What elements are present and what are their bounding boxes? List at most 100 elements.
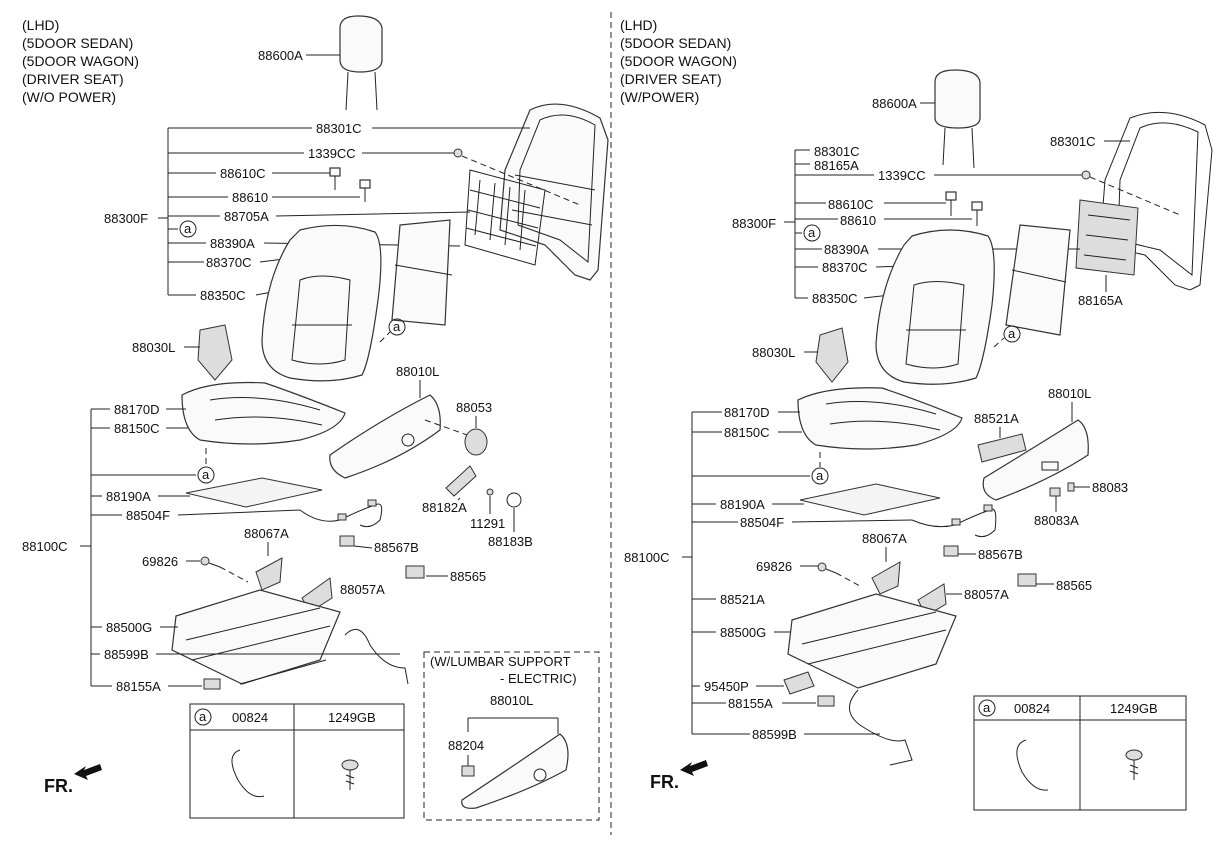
label-lever: 88182A — [422, 500, 467, 515]
label-cable: 88599B — [104, 647, 149, 662]
label-bolt: 69826 — [756, 559, 792, 574]
legend-box: a 00824 1249GB — [189, 703, 405, 819]
label-lumbar-shield: 88010L — [490, 693, 533, 708]
legend-col2: 1249GB — [328, 710, 376, 725]
clip-00824-part — [231, 749, 265, 798]
label-cush-cover: 88170D — [114, 402, 160, 417]
bracket-part — [871, 561, 901, 595]
label-screw: 1339CC — [878, 168, 926, 183]
back-frame-part — [499, 103, 609, 281]
label-cushion-assy: 88100C — [624, 550, 670, 565]
label-bracket-a: 88067A — [244, 526, 289, 541]
label-ref-a: a — [184, 221, 192, 236]
clip-part — [1017, 573, 1037, 587]
legend-box: a 00824 1249GB — [973, 695, 1187, 811]
guide-part — [945, 191, 957, 216]
label-back-cover: 88390A — [210, 236, 255, 251]
label-clip: 88567B — [374, 540, 419, 555]
lumbar-support-part — [1075, 199, 1139, 276]
knob-part — [464, 428, 488, 456]
mat-part — [799, 483, 941, 516]
label-ref-a: a — [808, 225, 816, 240]
clip-part — [405, 565, 425, 579]
lumbar-inset-box — [423, 651, 600, 821]
label-spring: 88705A — [224, 209, 269, 224]
label-back-pad: 88370C — [822, 260, 868, 275]
knob-part — [1049, 487, 1061, 497]
label-cush-pad: 88150C — [724, 425, 770, 440]
sensor-part — [817, 695, 835, 707]
clip-00824-part — [1016, 739, 1049, 791]
legend-a: a — [199, 709, 207, 724]
left-header-line: (LHD) — [22, 17, 59, 33]
label-cush-cover: 88170D — [724, 405, 770, 420]
knob-part — [1067, 482, 1075, 492]
left-header-line: (DRIVER SEAT) — [22, 71, 124, 87]
label-mat: 88190A — [106, 489, 151, 504]
cable-part — [849, 689, 913, 766]
label-sensor: 88155A — [728, 696, 773, 711]
label-sensor: 88155A — [116, 679, 161, 694]
spring-mat-part — [464, 169, 546, 266]
screw-part — [486, 488, 494, 496]
label-back-assy: 88300F — [732, 216, 776, 231]
label-lumbar-right: 88165A — [1078, 293, 1123, 308]
label-lumbar: 88165A — [814, 158, 859, 173]
label-harness: 88504F — [126, 508, 170, 523]
legend-col1: 00824 — [232, 710, 268, 725]
clip-part — [339, 535, 355, 547]
lumbar-shield-part — [461, 733, 569, 809]
label-ref-a: a — [202, 467, 210, 482]
label-frame: 88301C — [814, 144, 860, 159]
label-lumbar-switch: 88204 — [448, 738, 484, 753]
side-shield-part — [329, 394, 441, 479]
guide-part — [359, 179, 371, 202]
label-headrest: 88600A — [258, 48, 303, 63]
left-header-line: (5DOOR WAGON) — [22, 53, 139, 69]
label-back-trim: 88350C — [812, 291, 858, 306]
label-back-cover: 88390A — [824, 242, 869, 257]
label-screw2: 11291 — [470, 516, 505, 531]
bolt-part — [200, 556, 221, 568]
legend-col2: 1249GB — [1110, 701, 1158, 716]
label-switch-assy: 88521A — [720, 592, 765, 607]
seat-cushion-part — [181, 381, 346, 445]
label-switch: 88521A — [974, 411, 1019, 426]
label-bolt: 69826 — [142, 554, 178, 569]
label-cable: 88599B — [752, 727, 797, 742]
lumbar-title: (W/LUMBAR SUPPORT — [430, 654, 571, 669]
right-header-line: (LHD) — [620, 17, 657, 33]
left-header-line: (W/O POWER) — [22, 89, 116, 105]
seat-cushion-part — [797, 387, 963, 450]
cable-part — [344, 628, 409, 685]
fr-arrow-icon — [74, 764, 102, 780]
lumbar-switch-part — [461, 765, 475, 777]
fr-label: FR. — [44, 776, 73, 796]
screw-1249gb-part — [1125, 749, 1143, 780]
right-header-line: (5DOOR WAGON) — [620, 53, 737, 69]
screw-1249gb-part — [341, 759, 359, 790]
recliner-cover-part — [815, 327, 849, 383]
switch-part — [977, 433, 1027, 463]
label-clip: 88567B — [978, 547, 1023, 562]
label-ref-a: a — [393, 319, 401, 334]
label-bracket-b: 88057A — [340, 582, 385, 597]
label-harness: 88504F — [740, 515, 784, 530]
label-guide1: 88610C — [828, 197, 874, 212]
label-screw: 1339CC — [308, 146, 356, 161]
harness-part — [911, 504, 997, 538]
label-bracket-b: 88057A — [964, 587, 1009, 602]
legend-a: a — [983, 700, 991, 715]
seatback-part — [875, 224, 1071, 385]
bolt-part — [817, 562, 837, 574]
fr-arrow-icon — [680, 760, 708, 776]
label-back-assy: 88300F — [104, 211, 148, 226]
label-ref-a: a — [816, 468, 824, 483]
label-knob2: 88083A — [1034, 513, 1079, 528]
fr-label: FR. — [650, 772, 679, 792]
left-header-line: (5DOOR SEDAN) — [22, 35, 133, 51]
lumbar-title: - ELECTRIC) — [500, 671, 577, 686]
recliner-cover-part — [197, 324, 233, 381]
back-frame-part — [1099, 111, 1213, 291]
